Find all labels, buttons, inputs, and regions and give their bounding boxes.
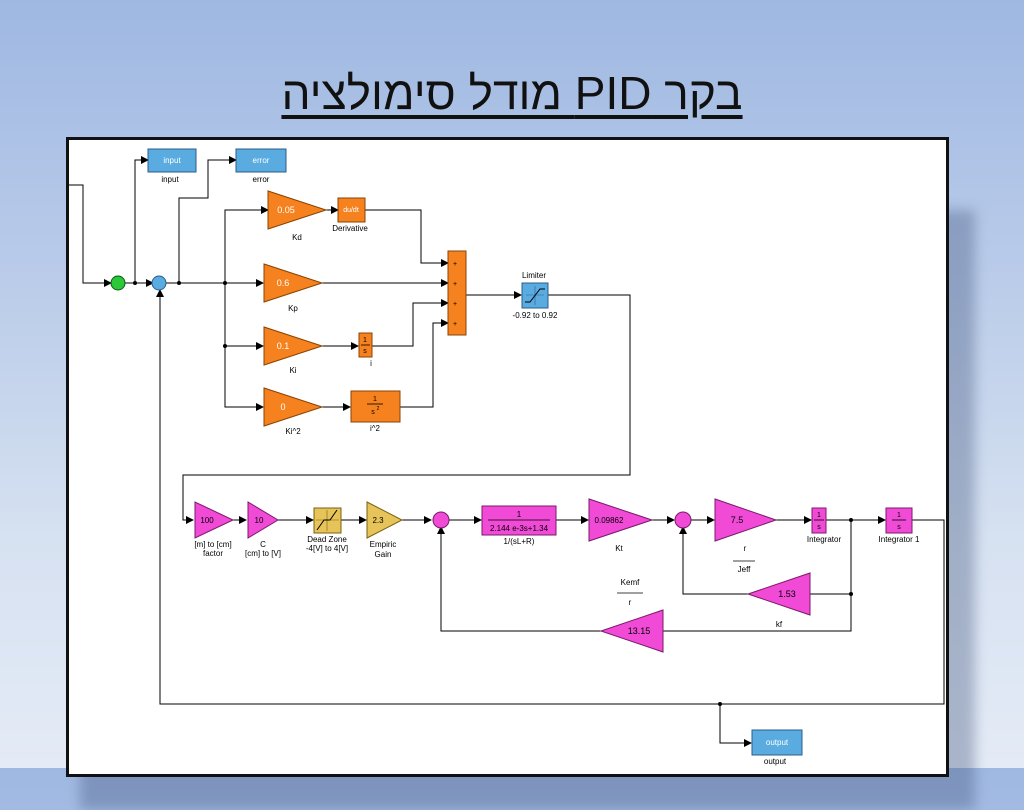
- svg-text:Dead Zone: Dead Zone: [307, 535, 347, 544]
- svg-text:Kp: Kp: [288, 304, 298, 313]
- svg-text:i: i: [370, 359, 372, 368]
- svg-text:r: r: [744, 544, 747, 553]
- svg-text:Empiric: Empiric: [370, 540, 397, 549]
- input-scope[interactable]: input input: [147, 148, 197, 184]
- integrator-1-block[interactable]: 1 s Integrator 1: [879, 507, 920, 544]
- junction-dots: [133, 281, 853, 706]
- kf-gain[interactable]: 1.53 kf: [746, 572, 811, 629]
- svg-text:0.05: 0.05: [277, 205, 295, 215]
- svg-text:kf: kf: [776, 620, 783, 629]
- svg-text:1.53: 1.53: [778, 589, 796, 599]
- svg-text:[m] to [cm]: [m] to [cm]: [194, 540, 231, 549]
- c-gain[interactable]: 10 C [cm] to [V]: [245, 501, 281, 558]
- svg-text:C: C: [260, 540, 266, 549]
- svg-text:Ki: Ki: [289, 366, 296, 375]
- empiric-gain[interactable]: 2.3 Empiric Gain: [366, 501, 404, 559]
- r-jeff-gain[interactable]: 7.5 r Jeff: [714, 498, 778, 574]
- svg-text:+: +: [453, 261, 457, 268]
- svg-text:input: input: [161, 175, 179, 184]
- factor-gain[interactable]: 100 [m] to [cm] factor: [194, 501, 235, 558]
- svg-text:Kemf: Kemf: [621, 578, 640, 587]
- signal-wires: [69, 156, 945, 747]
- svg-text:r: r: [629, 598, 632, 607]
- svg-text:2.144 e-3s+1.34: 2.144 e-3s+1.34: [490, 524, 549, 533]
- transfer-function-block[interactable]: 1 2.144 e-3s+1.34 1/(sL+R): [481, 505, 557, 546]
- ki-gain[interactable]: 0.1 Ki: [263, 326, 324, 375]
- svg-text:Limiter: Limiter: [522, 271, 546, 280]
- double-integral-block[interactable]: 1 s 2 i^2: [350, 390, 401, 433]
- svg-text:0.6: 0.6: [277, 278, 290, 288]
- sum-node-voltage[interactable]: [432, 511, 450, 529]
- svg-text:Integrator: Integrator: [807, 535, 842, 544]
- svg-text:input: input: [163, 156, 181, 165]
- svg-text:Kt: Kt: [615, 544, 623, 553]
- svg-text:2.3: 2.3: [372, 516, 384, 525]
- svg-text:output: output: [766, 738, 789, 747]
- svg-text:+: +: [453, 281, 457, 288]
- svg-text:0: 0: [280, 402, 285, 412]
- integral-block[interactable]: 1 s i: [358, 332, 373, 368]
- error-scope[interactable]: error error: [235, 148, 287, 184]
- svg-text:du/dt: du/dt: [343, 207, 359, 214]
- svg-text:output: output: [764, 757, 787, 766]
- kp-gain[interactable]: 0.6 Kp: [263, 263, 324, 313]
- svg-text:[cm] to [V]: [cm] to [V]: [245, 549, 281, 558]
- svg-text:s: s: [371, 409, 375, 416]
- svg-text:factor: factor: [203, 549, 223, 558]
- svg-text:0.09862: 0.09862: [595, 516, 624, 525]
- svg-text:1: 1: [363, 337, 367, 344]
- svg-text:-4[V] to 4[V]: -4[V] to 4[V]: [306, 544, 348, 553]
- svg-text:Gain: Gain: [375, 550, 392, 559]
- kemf-gain[interactable]: Kemf r 13.15: [599, 578, 664, 653]
- svg-text:1: 1: [897, 512, 901, 519]
- kt-gain[interactable]: 0.09862 Kt: [588, 498, 654, 553]
- svg-text:2: 2: [377, 406, 380, 412]
- kd-gain[interactable]: 0.05 Kd: [267, 190, 328, 242]
- sum-node-input[interactable]: [110, 275, 126, 291]
- svg-text:Integrator 1: Integrator 1: [879, 535, 920, 544]
- svg-text:error: error: [253, 175, 270, 184]
- svg-text:i^2: i^2: [370, 424, 381, 433]
- diagram-canvas: input input error error 0.05 Kd du/dt De…: [69, 148, 945, 766]
- svg-text:s: s: [817, 524, 821, 531]
- svg-text:-0.92 to 0.92: -0.92 to 0.92: [513, 311, 558, 320]
- svg-text:0.1: 0.1: [277, 341, 290, 351]
- svg-text:1: 1: [817, 512, 821, 519]
- svg-text:Jeff: Jeff: [738, 565, 752, 574]
- svg-text:1: 1: [373, 396, 377, 403]
- integrator-block[interactable]: 1 s Integrator: [807, 507, 842, 544]
- page-title: בקר PID מודל סימולציה: [281, 67, 743, 119]
- svg-text:+: +: [453, 301, 457, 308]
- svg-text:1: 1: [517, 510, 522, 519]
- derivative-block[interactable]: du/dt Derivative: [332, 197, 368, 233]
- svg-text:Kd: Kd: [292, 233, 302, 242]
- svg-text:error: error: [253, 156, 270, 165]
- svg-text:1/(sL+R): 1/(sL+R): [504, 537, 535, 546]
- ki2-gain[interactable]: 0 Ki^2: [263, 387, 324, 436]
- svg-text:s: s: [897, 524, 901, 531]
- sum-node-error[interactable]: [151, 275, 167, 291]
- svg-text:Ki^2: Ki^2: [285, 427, 301, 436]
- svg-text:13.15: 13.15: [628, 626, 651, 636]
- output-scope[interactable]: output output: [751, 729, 803, 766]
- svg-text:7.5: 7.5: [731, 515, 744, 525]
- svg-text:+: +: [453, 321, 457, 328]
- sum-node-torque[interactable]: [674, 511, 692, 529]
- svg-text:100: 100: [200, 516, 214, 525]
- limiter-block[interactable]: Limiter -0.92 to 0.92: [513, 271, 558, 320]
- svg-text:s: s: [363, 348, 367, 355]
- svg-text:Derivative: Derivative: [332, 224, 368, 233]
- svg-text:10: 10: [255, 516, 264, 525]
- pid-sum-block[interactable]: + + + +: [447, 250, 467, 336]
- simulink-diagram: input input error error 0.05 Kd du/dt De…: [66, 137, 949, 777]
- dead-zone-block[interactable]: Dead Zone -4[V] to 4[V]: [306, 507, 348, 553]
